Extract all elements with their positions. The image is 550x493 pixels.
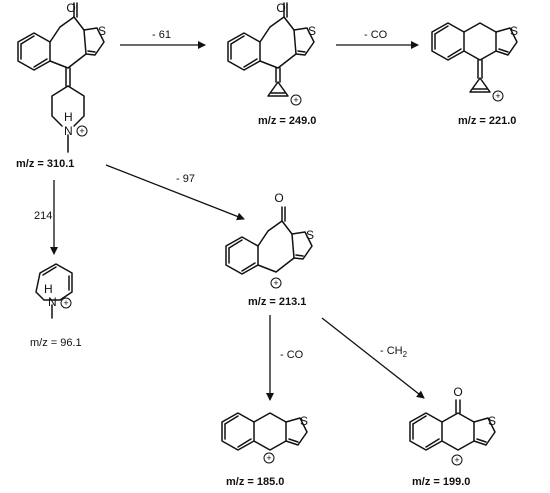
- svg-text:+: +: [266, 453, 271, 463]
- charge-plus: +: [263, 452, 275, 464]
- svg-text:+: +: [79, 126, 84, 136]
- edge-label-minus-co: - CO: [280, 349, 304, 361]
- svg-text:+: +: [293, 95, 298, 105]
- atom-s: S: [306, 228, 314, 242]
- atom-s: S: [98, 24, 106, 38]
- svg-text:+: +: [63, 298, 68, 308]
- charge-plus: +: [76, 125, 88, 137]
- atom-s: S: [488, 414, 496, 428]
- atom-h: H: [64, 110, 73, 124]
- arrow-310-to-213: [105, 164, 245, 221]
- charge-plus: +: [60, 297, 72, 309]
- atom-s: S: [308, 24, 316, 38]
- charge-plus: +: [451, 454, 463, 466]
- charge-plus: +: [492, 90, 504, 102]
- atom-o: O: [274, 191, 283, 205]
- svg-text:+: +: [273, 278, 278, 288]
- mz-221: m/z = 221.0: [458, 115, 516, 127]
- mz-199: m/z = 199.0: [412, 476, 470, 488]
- charge-plus: +: [290, 94, 302, 106]
- molecule-221: [431, 22, 518, 93]
- atom-o: O: [276, 1, 285, 15]
- atom-n: N: [64, 124, 73, 138]
- edge-label-minus-97: - 97: [176, 173, 195, 185]
- molecule-185: [221, 412, 308, 451]
- charge-plus: +: [270, 277, 282, 289]
- svg-text:+: +: [495, 91, 500, 101]
- mz-96: m/z = 96.1: [30, 337, 82, 349]
- edge-label-214: 214: [34, 210, 52, 222]
- atom-o: O: [66, 1, 75, 15]
- edge-label-minus-61: - 61: [152, 29, 171, 41]
- atom-n: N: [48, 295, 57, 309]
- edge-label-minus-co: - CO: [364, 29, 388, 41]
- atom-o: O: [453, 385, 462, 399]
- svg-text:+: +: [454, 455, 459, 465]
- molecule-249: [227, 2, 315, 97]
- mz-310: m/z = 310.1: [16, 158, 74, 170]
- mz-185: m/z = 185.0: [226, 476, 284, 488]
- arrow-213-to-199: [321, 317, 425, 399]
- edge-label-minus-ch2: - CH2: [380, 345, 408, 359]
- atom-s: S: [300, 414, 308, 428]
- mz-213: m/z = 213.1: [248, 296, 306, 308]
- molecule-310: [17, 2, 105, 153]
- mz-249: m/z = 249.0: [258, 115, 316, 127]
- atom-h: H: [44, 282, 53, 296]
- atom-s: S: [510, 24, 518, 38]
- molecule-96: [35, 263, 73, 319]
- molecule-199: [409, 399, 496, 451]
- molecule-213: [225, 206, 313, 275]
